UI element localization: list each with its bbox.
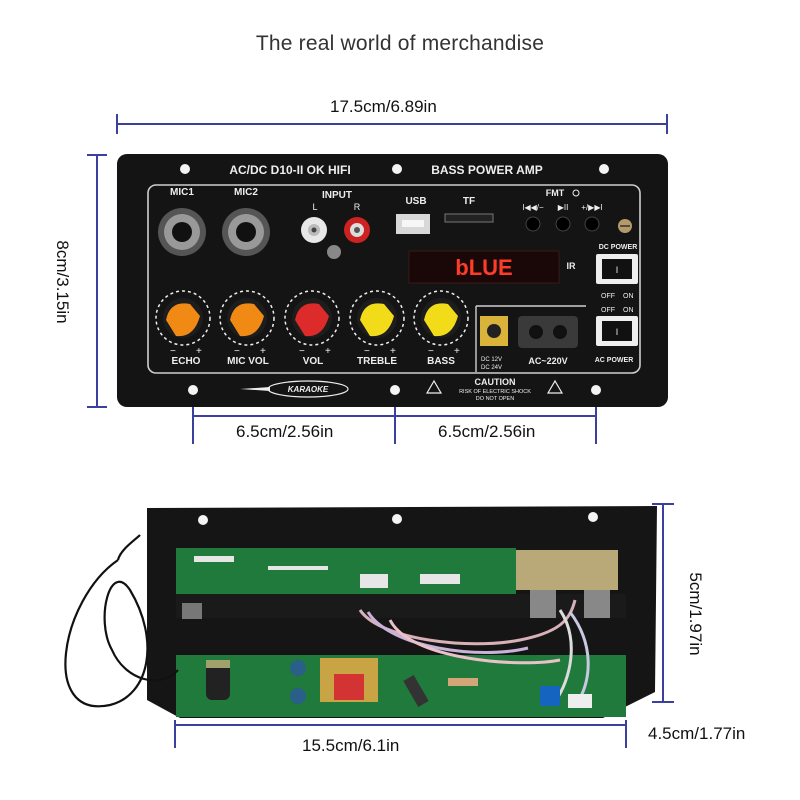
rear-view <box>64 506 657 718</box>
dc-on-label: ON <box>623 293 634 300</box>
svg-text:I: I <box>616 265 619 275</box>
mic1-jack <box>158 208 206 256</box>
svg-text:−: − <box>428 346 434 357</box>
capacitor-large <box>206 660 230 700</box>
dc-input-label-1: DC 12V <box>481 357 502 363</box>
hole-spacing-left-label: 6.5cm/2.56in <box>236 422 334 441</box>
tf-label: TF <box>463 196 475 207</box>
caution-title: CAUTION <box>475 377 516 387</box>
mic2-jack <box>222 208 270 256</box>
ac-input-socket <box>518 316 578 348</box>
front-width-label: 17.5cm/6.89in <box>330 97 437 116</box>
model-label: AC/DC D10-II OK HIFI <box>229 163 350 177</box>
knob-vol: −+ <box>284 290 340 357</box>
svg-text:+: + <box>454 346 460 357</box>
ir-label: IR <box>567 261 577 271</box>
caution-line2: DO NOT OPEN <box>476 396 514 402</box>
input-label: INPUT <box>322 190 352 201</box>
svg-text:−: − <box>170 346 176 357</box>
input-r-label: R <box>354 202 361 212</box>
ac-off-label: OFF <box>601 307 615 314</box>
svg-text:+: + <box>325 346 331 357</box>
rca-right-jack <box>344 217 370 243</box>
led-display <box>408 250 560 284</box>
next-button <box>584 216 600 232</box>
caution-line1: RISK OF ELECTRIC SHOCK <box>459 389 531 395</box>
knob-vol-label: VOL <box>303 356 324 367</box>
svg-text:−: − <box>234 346 240 357</box>
karaoke-label: KARAOKE <box>288 385 329 394</box>
svg-text:I: I <box>616 327 619 337</box>
fmt-label: FMT <box>546 188 565 198</box>
dimension-lines <box>87 114 674 748</box>
knob-vol-cap <box>295 303 329 337</box>
prev-button-label: I◀◀/− <box>522 203 544 212</box>
input-l-label: L <box>312 202 317 212</box>
caution-notice: CAUTION RISK OF ELECTRIC SHOCK DO NOT OP… <box>425 377 564 402</box>
mic1-label: MIC1 <box>170 187 194 198</box>
svg-text:−: − <box>364 346 370 357</box>
knob-echo-cap <box>166 303 200 337</box>
svg-text:+: + <box>390 346 396 357</box>
knob-mic-vol: −+ <box>219 290 275 357</box>
dc-power-label: DC POWER <box>599 244 638 251</box>
dc-off-label: OFF <box>601 293 615 300</box>
page-title: The real world of merchandise <box>255 32 545 55</box>
rca-left-jack <box>301 217 327 243</box>
knob-treble: −+ <box>349 290 405 357</box>
dc-input-label-2: DC 24V <box>481 365 502 371</box>
ac-on-label: ON <box>623 307 634 314</box>
amp-label: BASS POWER AMP <box>431 163 543 177</box>
board-width-label: 15.5cm/6.1in <box>302 736 400 755</box>
next-button-label: +/▶▶I <box>581 203 602 212</box>
play-button-label: ▶II <box>558 203 569 212</box>
hole-spacing-right-label: 6.5cm/2.56in <box>438 422 536 441</box>
aux-pcb <box>516 550 618 590</box>
knob-mic-vol-cap <box>230 303 264 337</box>
svg-text:+: + <box>196 346 202 357</box>
ac-power-label: AC POWER <box>595 357 634 364</box>
ac-input-label: AC~220V <box>528 356 567 366</box>
knob-treble-label: TREBLE <box>357 356 397 367</box>
board-depth-label: 4.5cm/1.77in <box>648 724 746 743</box>
control-pcb <box>176 548 516 594</box>
display-text: bLUE <box>455 255 512 280</box>
tf-slot <box>444 213 494 223</box>
aux-jack <box>327 245 341 259</box>
prev-button <box>525 216 541 232</box>
svg-text:−: − <box>299 346 305 357</box>
antenna-wire <box>64 559 179 708</box>
knob-bass: −+ <box>413 290 469 357</box>
mic2-label: MIC2 <box>234 187 258 198</box>
knob-bass-label: BASS <box>427 356 455 367</box>
knob-echo-label: ECHO <box>172 356 201 367</box>
knob-mic-vol-label: MIC VOL <box>227 356 269 367</box>
knob-treble-cap <box>360 303 394 337</box>
svg-text:+: + <box>260 346 266 357</box>
knob-bass-cap <box>424 303 458 337</box>
usb-label: USB <box>405 196 426 207</box>
play-pause-button <box>555 216 571 232</box>
knob-echo: −+ <box>155 290 211 357</box>
karaoke-logo: KARAOKE <box>240 380 349 398</box>
front-panel: AC/DC D10-II OK HIFI BASS POWER AMP MIC1… <box>117 154 668 407</box>
